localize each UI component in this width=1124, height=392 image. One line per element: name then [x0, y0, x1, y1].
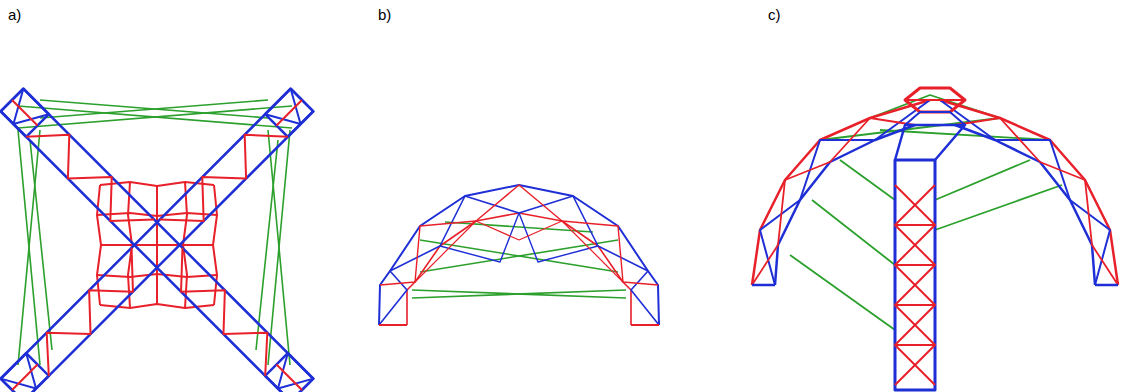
panel-label: b) — [378, 6, 391, 23]
x-truss-plan — [1, 89, 314, 392]
panel-label: a) — [8, 6, 21, 23]
umbrella-truss — [752, 88, 1118, 390]
panel-label: c) — [768, 6, 781, 23]
arch-truss — [379, 185, 659, 325]
